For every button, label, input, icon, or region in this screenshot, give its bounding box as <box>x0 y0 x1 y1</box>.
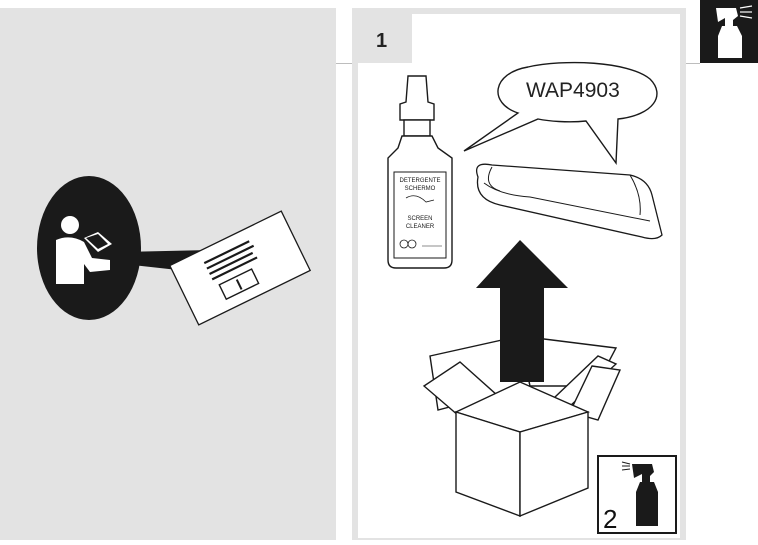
header-rule <box>0 63 700 64</box>
bottle-label-line3: SCREEN <box>407 216 432 222</box>
cleaning-cloth <box>475 163 663 240</box>
unbox-arrow-icon <box>422 240 622 518</box>
quantity-number: 2 <box>603 504 618 534</box>
spray-bottle-badge-icon <box>621 461 658 526</box>
spray-bottle-product: DETERGENTE SCHERMO SCREEN CLEANER <box>387 75 453 269</box>
step-number: 1 <box>376 30 388 52</box>
model-code: WAP4903 <box>526 79 620 102</box>
read-manual-icon <box>37 176 312 326</box>
bottle-label-line4: CLEANER <box>406 224 435 230</box>
speech-bubble <box>463 61 658 165</box>
bottle-label-line2: SCHERMO <box>405 186 436 192</box>
step-tab <box>352 8 412 63</box>
spray-bottle-icon <box>716 5 753 58</box>
bottle-label-line1: DETERGENTE <box>399 178 440 184</box>
